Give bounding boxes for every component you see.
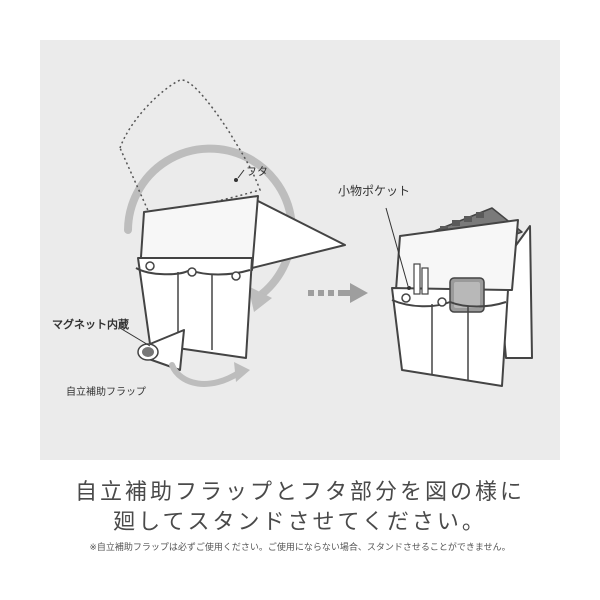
usage-illustration — [119, 79, 533, 387]
instruction-line-1: 自立補助フラップとフタ部分を図の様に — [74, 480, 525, 505]
label-stand-flap: 自立補助フラップ — [66, 387, 146, 398]
flap-rotate-arrow-icon — [169, 362, 250, 387]
label-small-pocket: 小物ポケット — [338, 184, 411, 198]
label-magnet: マグネット内蔵 — [52, 318, 129, 331]
illustration-panel: フタ 小物ポケット マグネット内蔵 自立補助フラップ — [40, 40, 560, 460]
magnet-icon — [137, 343, 159, 361]
usage-note: ※自立補助フラップは必ずご使用ください。ご使用にならない場合、スタンドさせること… — [89, 543, 511, 553]
organizer-right — [391, 207, 533, 387]
organizer-left — [135, 195, 346, 371]
dotted-right-arrow-icon — [308, 283, 368, 303]
label-futa: フタ — [246, 165, 268, 178]
instruction-line-2: 廻してスタンドさせてください。 — [113, 510, 487, 535]
